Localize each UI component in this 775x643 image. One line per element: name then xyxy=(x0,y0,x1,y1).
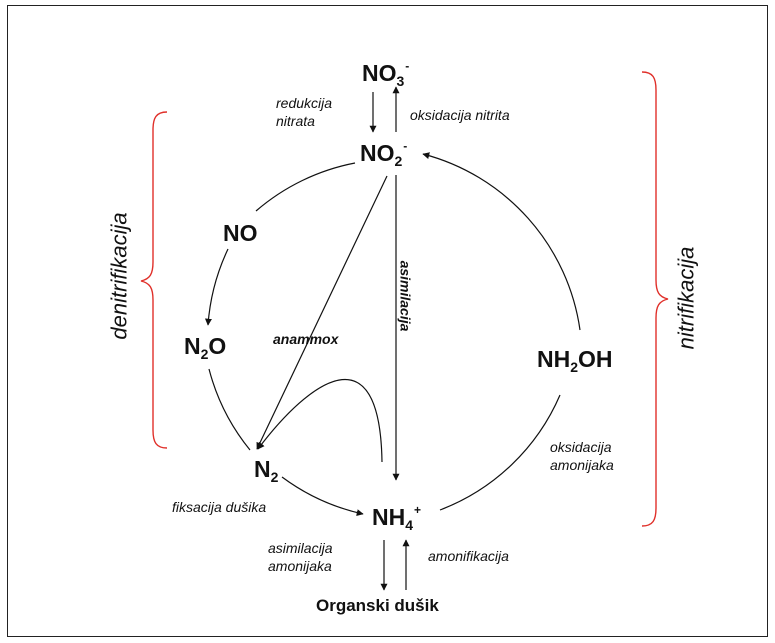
organic-nitrogen: Organski dušik xyxy=(316,596,439,615)
arc-n2o-to-n2 xyxy=(208,368,251,451)
arc-nh4-to-nh2oh xyxy=(439,394,561,511)
nitrate-no3: NO3- xyxy=(362,59,410,89)
anammox-curve-nh4-to-n2 xyxy=(257,378,383,463)
arc-no-to-n2o-arrow xyxy=(204,248,229,326)
arc-no2-to-no xyxy=(255,162,356,212)
nitrification-bracket xyxy=(641,71,669,527)
label-nitrogen-fixation: fiksacija dušika xyxy=(172,499,267,515)
nitric-oxide-no: NO xyxy=(223,220,258,246)
nitrification-title: nitrifikacija xyxy=(673,246,699,350)
label-nitrite-oxidation: oksidacija nitrita xyxy=(410,107,510,123)
denitrification-title: denitrifikacija xyxy=(106,212,132,340)
denitrification-bracket xyxy=(140,111,168,449)
anammox-line-no2-to-n2 xyxy=(256,175,388,450)
label-anammox: anammox xyxy=(273,331,339,347)
arc-n2-to-nh4-arrow xyxy=(281,476,364,517)
ammonium-nh4: NH4+ xyxy=(372,503,422,533)
label-ammonia-oxidation: oksidacija amonijaka xyxy=(550,439,614,473)
hydroxylamine-nh2oh: NH2OH xyxy=(537,346,613,375)
label-ammonification: amonifikacija xyxy=(428,548,509,564)
dinitrogen-n2: N2 xyxy=(254,456,279,485)
label-nitrate-reduction: redukcija nitrata xyxy=(276,95,333,129)
arc-nh2oh-to-no2-arrow xyxy=(422,152,581,331)
label-assimilation: asimilacija xyxy=(397,260,414,332)
label-ammonium-assimilation: asimilacija amonijaka xyxy=(268,540,333,574)
nitrous-oxide-n2o: N2O xyxy=(184,333,227,362)
diagram-frame xyxy=(7,5,768,637)
nitrite-no2: NO2- xyxy=(360,139,408,169)
